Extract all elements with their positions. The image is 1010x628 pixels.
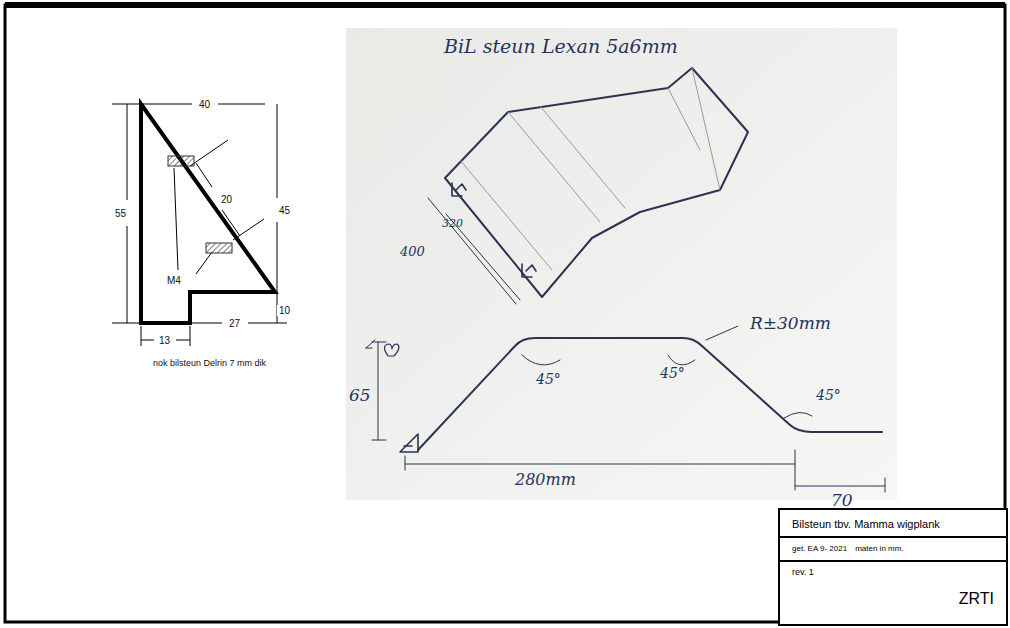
handwritten-label: Lexan 5a6mm xyxy=(540,36,680,57)
title-block-text: get. EA 9- 2021 xyxy=(792,545,847,554)
title-block-text: rev. 1 xyxy=(792,568,814,578)
dimension-label: 13 xyxy=(157,335,172,346)
handwritten-label: 400 xyxy=(398,245,427,259)
dimension-label: 20 xyxy=(219,194,234,205)
title-block-cell: get. EA 9- 2021 maten in mm. xyxy=(778,536,1008,562)
dimension-label: 27 xyxy=(227,318,242,329)
title-block-text: ZRTI xyxy=(959,590,994,608)
dimension-label: nok bilsteun Delrin 7 mm dik xyxy=(151,359,268,369)
title-block-cell: Bilsteun tbv. Mamma wigplank xyxy=(778,508,1008,538)
handwritten-label: 280mm xyxy=(513,471,578,489)
handwritten-label: 65 xyxy=(347,386,373,405)
dimension-label: 10 xyxy=(277,305,292,316)
dimension-label: 55 xyxy=(113,208,128,219)
handwritten-label: 45° xyxy=(814,388,843,403)
dimension-label: 45 xyxy=(277,205,292,216)
handwritten-label: 45° xyxy=(658,366,687,381)
handwritten-label: R±30mm xyxy=(748,314,833,333)
dimension-label: 40 xyxy=(197,99,212,110)
title-block-cell: rev. 1 ZRTI xyxy=(778,560,1008,626)
dimension-label: M4 xyxy=(165,275,183,286)
handwritten-label: BiL steun xyxy=(442,36,538,57)
handwritten-label: 70 xyxy=(829,491,855,510)
handwritten-label: 320 xyxy=(440,218,465,230)
handwritten-label: 45° xyxy=(534,372,563,387)
title-block-text: maten in mm. xyxy=(855,545,903,554)
title-block-text: Bilsteun tbv. Mamma wigplank xyxy=(792,518,940,530)
